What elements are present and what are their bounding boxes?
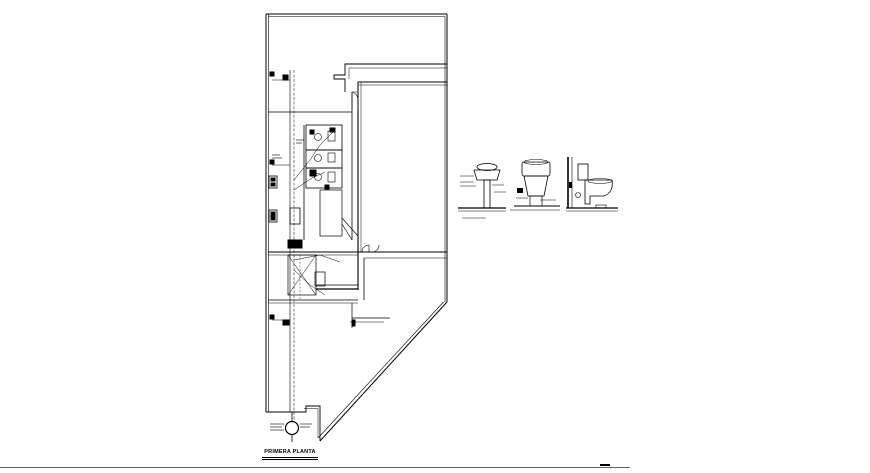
- bathroom-1: [305, 124, 343, 151]
- plan-title-underline-thin: [262, 459, 318, 460]
- toilet-front-elevation: [510, 159, 560, 211]
- plan-title: PRIMERA PLANTA: [264, 449, 316, 455]
- installation-lines: [272, 70, 341, 420]
- washbasin-elevation: [458, 163, 506, 219]
- bathroom-2: [305, 149, 343, 169]
- left-wall-equipment: [268, 71, 356, 327]
- terrace-wall: [333, 63, 447, 92]
- plan-diagonal-wall: [319, 301, 448, 442]
- service-connection-symbol: [284, 412, 300, 442]
- floor-plan: [265, 13, 448, 442]
- plan-title-underline: [262, 457, 318, 458]
- sanitary-details: [458, 157, 618, 219]
- main-room: [357, 81, 448, 253]
- sheet-mark: [600, 464, 610, 466]
- bathroom-3: [305, 167, 343, 189]
- toilet-side-elevation: [566, 157, 618, 212]
- sheet-baseline: [0, 467, 630, 468]
- annotation-marks: [270, 139, 312, 431]
